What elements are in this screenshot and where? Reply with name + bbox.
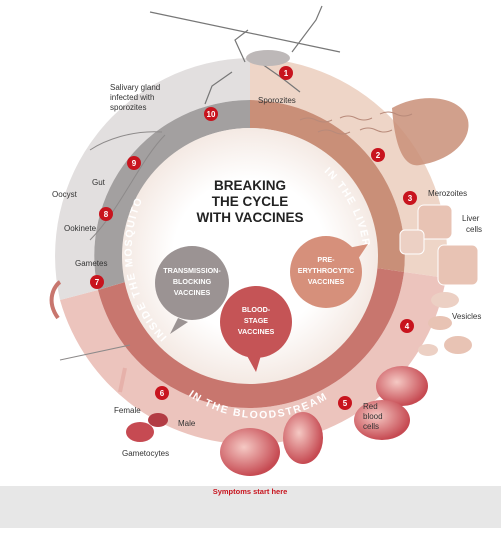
mosquito-outer-segment xyxy=(55,58,250,300)
label-oocyst: Oocyst xyxy=(52,190,78,199)
blood-line-2: STAGE xyxy=(244,316,268,325)
step-9: 9 xyxy=(132,159,137,168)
mosquito-top-body xyxy=(246,50,290,66)
bubble-pre-erythrocytic: PRE- ERYTHROCYTIC VACCINES xyxy=(290,236,368,308)
symptoms-label: Symptoms start here xyxy=(213,487,288,496)
label-ookinete: Ookinete xyxy=(64,224,97,233)
step-markers: 1 2 3 4 5 6 7 8 9 10 xyxy=(90,66,417,410)
blood-line-3: VACCINES xyxy=(238,327,275,336)
label-liver-cells-2: cells xyxy=(466,225,482,234)
label-female: Female xyxy=(114,406,141,415)
flow-arrow-left xyxy=(49,280,62,320)
liver-outer-segment xyxy=(250,58,448,278)
liver-organ xyxy=(392,98,469,166)
blood-line-1: BLOOD- xyxy=(242,305,271,314)
label-gametocytes: Gametocytes xyxy=(122,449,169,458)
step-5: 5 xyxy=(343,399,348,408)
bubble-blood-stage: BLOOD- STAGE VACCINES xyxy=(220,286,292,372)
label-rbc-3: cells xyxy=(363,422,379,431)
center-disc xyxy=(122,128,378,384)
title-line-1: BREAKING xyxy=(214,178,286,193)
title-line-3: WITH VACCINES xyxy=(197,210,304,225)
pre-line-1: PRE- xyxy=(317,255,335,264)
step-6: 6 xyxy=(160,389,165,398)
pre-line-2: ERYTHROCYTIC xyxy=(298,266,354,275)
bubble-transmission-blocking: TRANSMISSION- BLOCKING VACCINES xyxy=(155,246,229,334)
step-3: 3 xyxy=(408,194,413,203)
transmission-line-2: BLOCKING xyxy=(173,277,212,286)
label-rbc-1: Red xyxy=(363,402,378,411)
sporozite-squiggles xyxy=(299,111,413,135)
label-salivary-2: infected with xyxy=(110,93,154,102)
title-line-2: THE CYCLE xyxy=(212,194,289,209)
label-vesicles: Vesicles xyxy=(452,312,481,321)
label-salivary-1: Salivary gland xyxy=(110,83,160,92)
label-male: Male xyxy=(178,419,196,428)
liver-band xyxy=(250,100,405,272)
mosquito-band xyxy=(94,100,250,290)
red-blood-cells xyxy=(126,366,428,476)
step-7: 7 xyxy=(95,278,100,287)
label-rbc-2: blood xyxy=(363,412,383,421)
step-1: 1 xyxy=(284,69,289,78)
step-8: 8 xyxy=(104,210,109,219)
pre-line-3: VACCINES xyxy=(308,277,345,286)
label-gut: Gut xyxy=(92,178,106,187)
label-merozoites: Merozoites xyxy=(428,189,467,198)
flow-arrow-up xyxy=(118,367,127,393)
step-10: 10 xyxy=(207,110,216,119)
label-liver-cells-1: Liver xyxy=(462,214,480,223)
transmission-line-3: VACCINES xyxy=(174,288,211,297)
transmission-line-1: TRANSMISSION- xyxy=(163,266,221,275)
label-salivary-3: sporozites xyxy=(110,103,146,112)
blood-band xyxy=(98,268,404,408)
label-gametes: Gametes xyxy=(75,259,107,268)
liver-cells xyxy=(399,204,479,356)
mosquito-side xyxy=(59,131,166,361)
step-4: 4 xyxy=(405,322,410,331)
bottom-band xyxy=(0,486,501,528)
step-2: 2 xyxy=(376,151,381,160)
label-sporozites: Sporozites xyxy=(258,96,296,105)
